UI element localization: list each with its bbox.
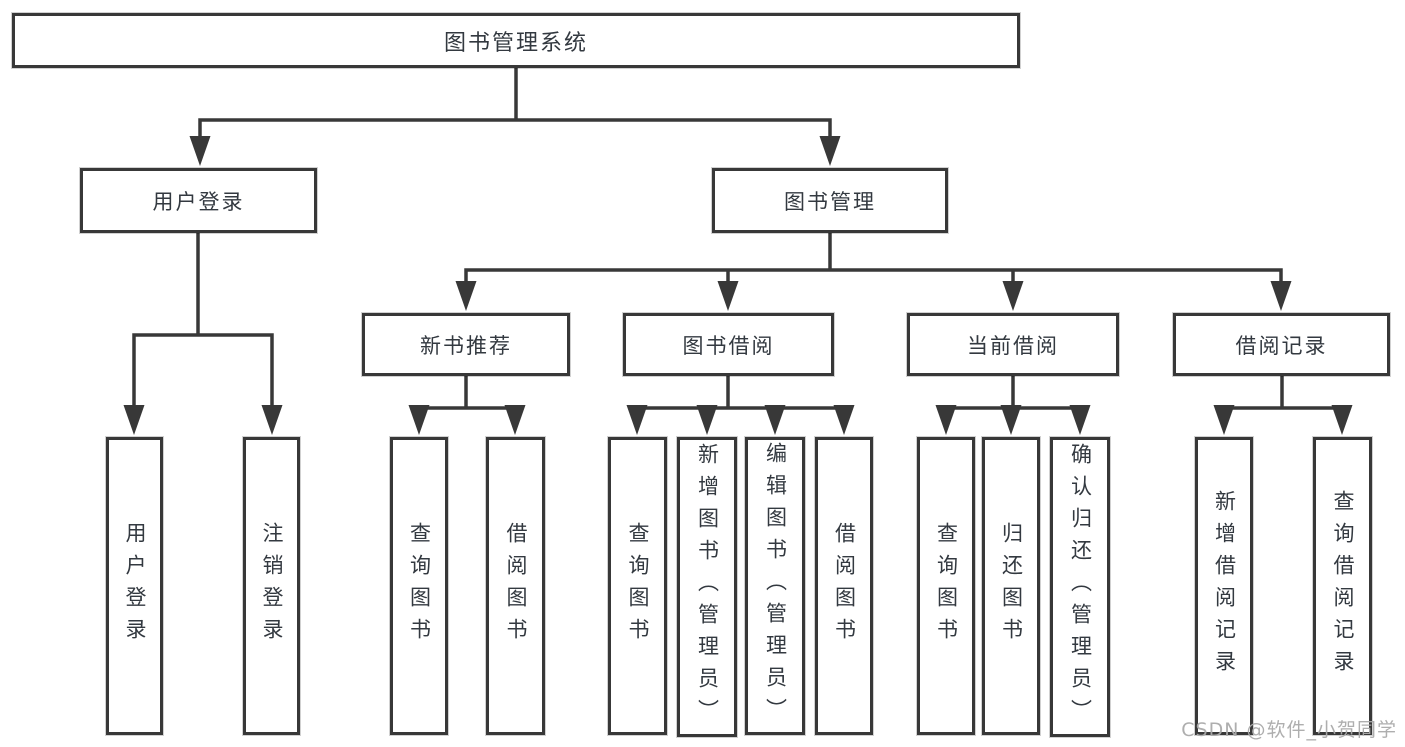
leaf-label: 查询图书 bbox=[626, 522, 650, 650]
leaf-return-books: 归还图书 bbox=[982, 437, 1040, 735]
arrowheads bbox=[123, 136, 1353, 435]
leaf-label: 借阅图书 bbox=[504, 522, 528, 650]
leaf-confirm-return-admin: 确认归还（管理员） bbox=[1050, 437, 1110, 737]
leaf-query-borrow-record: 查询借阅记录 bbox=[1313, 437, 1372, 735]
leaf-label: 新增借阅记录 bbox=[1212, 490, 1237, 682]
csdn-watermark: CSDN @软件_小贺同学 bbox=[1181, 719, 1397, 741]
leaf-logout-login: 注销登录 bbox=[243, 437, 300, 735]
leaf-add-borrow-record: 新增借阅记录 bbox=[1195, 437, 1253, 735]
node-label: 用户登录 bbox=[152, 189, 245, 214]
node-label: 图书管理系统 bbox=[443, 30, 588, 56]
leaf-user-login: 用户登录 bbox=[106, 437, 163, 735]
leaf-label: 确认归还（管理员） bbox=[1068, 443, 1093, 731]
node-borrowing-records: 借阅记录 bbox=[1173, 313, 1390, 376]
leaf-label: 编辑图书（管理员） bbox=[763, 442, 788, 730]
node-label: 图书借阅 bbox=[682, 333, 775, 358]
leaf-borrow-books-borrowing: 借阅图书 bbox=[815, 437, 873, 735]
node-label: 图书管理 bbox=[784, 189, 876, 214]
node-user-login: 用户登录 bbox=[80, 168, 317, 233]
leaf-query-books-recommend: 查询图书 bbox=[390, 437, 448, 735]
leaf-label: 借阅图书 bbox=[832, 522, 857, 650]
leaf-label: 查询图书 bbox=[407, 522, 432, 650]
node-book-borrowing: 图书借阅 bbox=[623, 313, 834, 376]
leaf-label: 新增图书（管理员） bbox=[695, 443, 720, 731]
leaf-query-books-borrowing: 查询图书 bbox=[608, 437, 667, 735]
node-label: 新书推荐 bbox=[420, 333, 512, 358]
leaf-label: 注销登录 bbox=[260, 522, 284, 650]
node-current-borrowing: 当前借阅 bbox=[907, 313, 1119, 376]
node-library-management-system: 图书管理系统 bbox=[12, 13, 1020, 68]
leaf-add-books-admin: 新增图书（管理员） bbox=[677, 437, 737, 737]
leaf-edit-books-admin: 编辑图书（管理员） bbox=[745, 437, 805, 735]
node-book-management: 图书管理 bbox=[712, 168, 948, 233]
leaf-label: 归还图书 bbox=[999, 522, 1024, 650]
node-label: 借阅记录 bbox=[1235, 333, 1328, 358]
leaf-label: 查询借阅记录 bbox=[1331, 490, 1355, 682]
leaf-query-books-current: 查询图书 bbox=[917, 437, 975, 735]
leaf-borrow-books-recommend: 借阅图书 bbox=[486, 437, 545, 735]
leaf-label: 用户登录 bbox=[123, 522, 147, 650]
node-label: 当前借阅 bbox=[967, 333, 1059, 358]
node-new-book-recommend: 新书推荐 bbox=[362, 313, 570, 376]
leaf-label: 查询图书 bbox=[934, 522, 959, 650]
